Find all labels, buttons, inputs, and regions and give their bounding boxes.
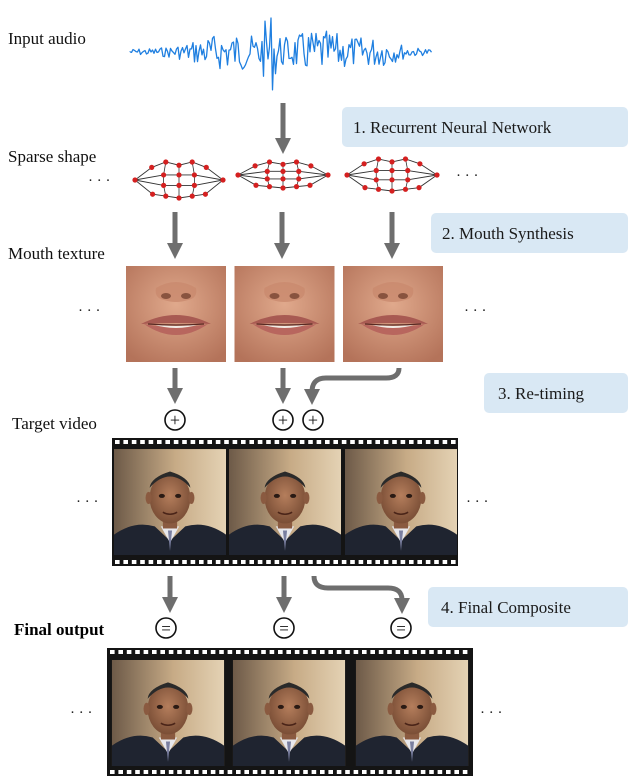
arrow-retiming-shift <box>303 367 402 406</box>
mouth-landmark-icon <box>235 159 331 191</box>
ellipsis-video-right: · · · <box>466 494 489 510</box>
audio-waveform-icon <box>129 17 433 91</box>
video-frame-image <box>355 660 469 766</box>
ellipsis-video-left: · · · <box>76 494 99 510</box>
svg-text:+: + <box>278 410 288 430</box>
equals-circle-icon: = <box>155 617 177 639</box>
ellipsis-output-left: · · · <box>70 705 93 721</box>
step-box-rnn: 1. Recurrent Neural Network <box>342 107 628 147</box>
step-label-mouth-synthesis: 2. Mouth Synthesis <box>442 224 574 243</box>
sparse-shape-label: Sparse shape <box>8 147 96 166</box>
plus-circle-icon: + <box>302 409 324 431</box>
ellipsis-sparse-left: · · · <box>88 173 111 189</box>
video-frame-image <box>229 448 341 556</box>
target-video-label: Target video <box>12 414 97 433</box>
final-output-label: Final output <box>14 620 105 639</box>
video-frame-image <box>114 448 226 556</box>
step-box-final-composite: 4. Final Composite <box>428 587 628 627</box>
svg-text:+: + <box>170 410 180 430</box>
step-label-rnn: 1. Recurrent Neural Network <box>353 118 552 137</box>
svg-text:=: = <box>396 619 406 638</box>
step-label-retiming: 3. Re-timing <box>498 384 584 403</box>
ellipsis-sparse-right: · · · <box>456 168 479 184</box>
equals-circle-icon: = <box>390 617 412 639</box>
ellipsis-texture-right: · · · <box>464 303 487 319</box>
mouth-landmark-icon <box>344 156 440 194</box>
svg-text:=: = <box>279 619 289 638</box>
video-frame-image <box>111 660 225 766</box>
video-frame-image <box>232 660 346 766</box>
plus-circle-icon: + <box>164 409 186 431</box>
step-box-mouth-synthesis: 2. Mouth Synthesis <box>431 213 628 253</box>
mouth-landmark-icon <box>132 159 226 201</box>
plus-circle-icon: + <box>272 409 294 431</box>
mouth-texture-image <box>342 266 444 362</box>
mouth-texture-label: Mouth texture <box>8 244 105 263</box>
video-frame-image <box>345 448 457 556</box>
step-label-final-composite: 4. Final Composite <box>441 598 571 617</box>
input-audio-label: Input audio <box>8 29 86 48</box>
mouth-texture-image <box>233 266 336 362</box>
svg-text:+: + <box>308 410 318 430</box>
arrow-composite-shift <box>311 575 411 615</box>
ellipsis-texture-left: · · · <box>78 303 101 319</box>
step-box-retiming: 3. Re-timing <box>484 373 628 413</box>
mouth-texture-image <box>125 266 227 362</box>
equals-circle-icon: = <box>273 617 295 639</box>
ellipsis-output-right: · · · <box>480 705 503 721</box>
svg-text:=: = <box>161 619 171 638</box>
